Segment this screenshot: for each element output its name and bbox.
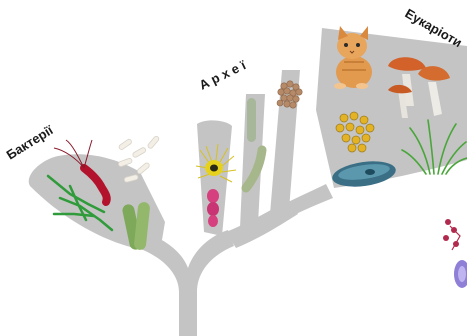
archaea-label: А р х е ї bbox=[197, 57, 249, 93]
long-rod-archaeon-icon bbox=[247, 98, 256, 142]
bacteria-label: Бактерії bbox=[4, 122, 56, 162]
eukaryote-fan bbox=[316, 28, 467, 188]
pink-archaeon-icon bbox=[207, 189, 219, 227]
eukaryote-branch bbox=[284, 184, 333, 216]
partial-eukaryote-icon bbox=[443, 219, 467, 288]
